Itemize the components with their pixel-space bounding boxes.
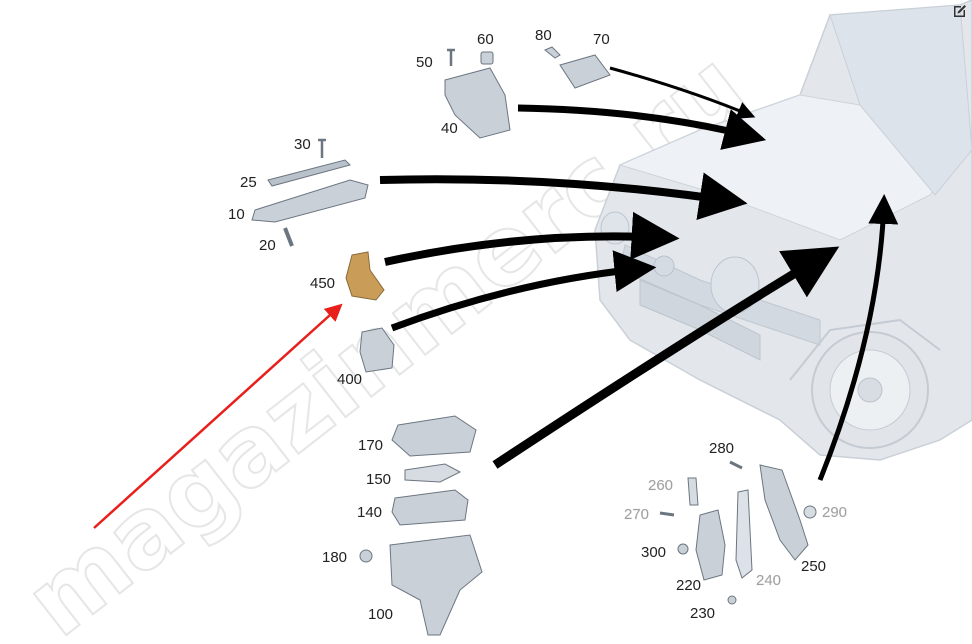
part-shapes (251, 46, 817, 636)
part-80 (544, 46, 561, 59)
part-40 (444, 67, 511, 139)
part-450 (345, 251, 385, 301)
part-280 (729, 460, 743, 470)
label-140[interactable]: 140 (357, 504, 382, 521)
label-40[interactable]: 40 (441, 120, 458, 137)
label-250[interactable]: 250 (801, 558, 826, 575)
arrow-10 (379, 172, 748, 220)
assembly-arrows (379, 66, 899, 481)
part-260 (687, 477, 699, 506)
part-220 (695, 509, 726, 581)
part-140 (391, 489, 469, 526)
part-labels: 50 60 80 70 40 30 25 10 20 450 400 170 1… (228, 27, 847, 623)
arrow-450 (384, 211, 680, 266)
part-270 (659, 511, 675, 517)
part-300 (677, 543, 689, 555)
label-290[interactable]: 290 (822, 504, 847, 521)
part-290 (803, 505, 817, 519)
arrow-170 (492, 246, 840, 469)
part-170 (391, 415, 477, 457)
label-50[interactable]: 50 (416, 54, 433, 71)
label-20[interactable]: 20 (259, 237, 276, 254)
vehicle-illustration (594, 0, 972, 461)
label-240[interactable]: 240 (756, 572, 781, 589)
part-230 (727, 595, 737, 605)
edit-icon[interactable] (952, 3, 968, 19)
part-70 (559, 54, 611, 89)
label-230[interactable]: 230 (690, 605, 715, 622)
label-260[interactable]: 260 (648, 477, 673, 494)
label-220[interactable]: 220 (676, 577, 701, 594)
label-30[interactable]: 30 (294, 136, 311, 153)
label-280[interactable]: 280 (709, 440, 734, 457)
label-60[interactable]: 60 (477, 31, 494, 48)
highlight-arrow (93, 303, 343, 529)
part-400 (359, 327, 395, 373)
label-170[interactable]: 170 (358, 437, 383, 454)
label-150[interactable]: 150 (366, 471, 391, 488)
part-240 (735, 489, 753, 579)
label-70[interactable]: 70 (593, 31, 610, 48)
arrow-250 (817, 194, 899, 481)
label-100[interactable]: 100 (368, 606, 393, 623)
part-250 (759, 464, 809, 561)
arrow-400 (390, 250, 657, 332)
label-10[interactable]: 10 (228, 206, 245, 223)
label-450[interactable]: 450 (310, 275, 335, 292)
part-10 (251, 179, 369, 223)
label-270[interactable]: 270 (624, 506, 649, 523)
label-400[interactable]: 400 (337, 371, 362, 388)
part-25 (267, 159, 351, 187)
part-100 (389, 534, 483, 636)
part-20 (283, 227, 294, 247)
label-180[interactable]: 180 (322, 549, 347, 566)
part-60 (480, 51, 494, 65)
part-150 (404, 463, 462, 483)
arrow-40 (517, 104, 767, 150)
part-50 (447, 48, 455, 66)
part-180 (359, 549, 373, 563)
label-80[interactable]: 80 (535, 27, 552, 44)
label-25[interactable]: 25 (240, 174, 257, 191)
part-30 (318, 138, 326, 158)
label-300[interactable]: 300 (641, 544, 666, 561)
